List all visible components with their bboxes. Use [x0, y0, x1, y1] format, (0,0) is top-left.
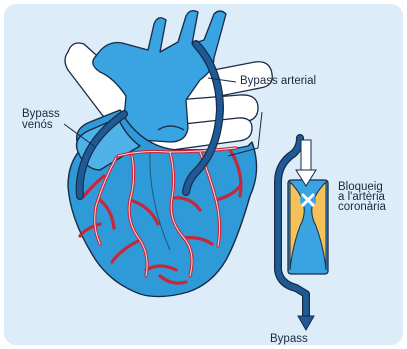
x-mark-icon: [300, 192, 316, 208]
label-venous-line-2: venós: [22, 120, 60, 131]
label-blockage: Bloqueig a l'artèria coronària: [338, 182, 386, 212]
label-blockage-line-3: coronària: [338, 202, 386, 212]
label-venous-bypass: Bypass venós: [22, 109, 60, 131]
label-arterial-bypass: Bypass arterial: [240, 76, 316, 88]
label-bypass-bottom: Bypass: [270, 334, 308, 346]
